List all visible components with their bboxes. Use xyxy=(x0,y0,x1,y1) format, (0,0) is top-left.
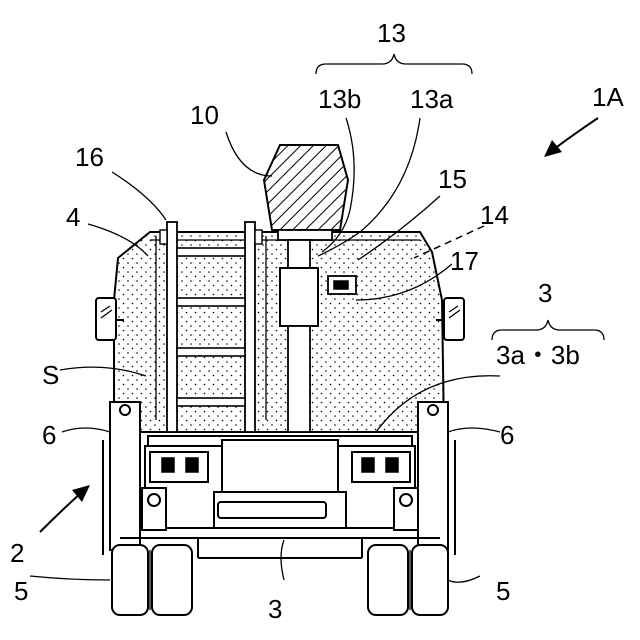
hatch-cover xyxy=(264,145,348,240)
sensor-box xyxy=(328,276,356,294)
label-2: 2 xyxy=(10,538,24,568)
label-16: 16 xyxy=(75,142,104,172)
label-10: 10 xyxy=(190,100,219,130)
brace-3 xyxy=(492,320,604,340)
label-15: 15 xyxy=(438,164,467,194)
left-wheels xyxy=(112,545,192,615)
label-6-right: 6 xyxy=(500,420,514,450)
label-13: 13 xyxy=(377,18,406,48)
label-S: S xyxy=(42,360,59,390)
label-6-left: 6 xyxy=(42,420,56,450)
label-3-top: 3 xyxy=(538,278,552,308)
arrow-2 xyxy=(40,485,90,532)
label-17: 17 xyxy=(450,246,479,276)
brace-13 xyxy=(316,54,472,74)
label-5-left: 5 xyxy=(14,576,28,606)
right-outrigger xyxy=(418,402,455,555)
label-5-right: 5 xyxy=(496,576,510,606)
label-4: 4 xyxy=(66,202,80,232)
arrow-1A xyxy=(544,118,598,157)
label-13a: 13a xyxy=(410,84,454,114)
label-14: 14 xyxy=(480,200,509,230)
label-13b: 13b xyxy=(318,84,361,114)
chassis xyxy=(120,436,440,558)
label-1A: 1A xyxy=(592,82,624,112)
left-outrigger xyxy=(103,402,140,555)
label-3a-3b: 3a・3b xyxy=(496,340,580,370)
vehicle-body xyxy=(114,232,444,432)
right-wheels xyxy=(368,545,448,615)
label-3-bottom: 3 xyxy=(268,594,282,624)
